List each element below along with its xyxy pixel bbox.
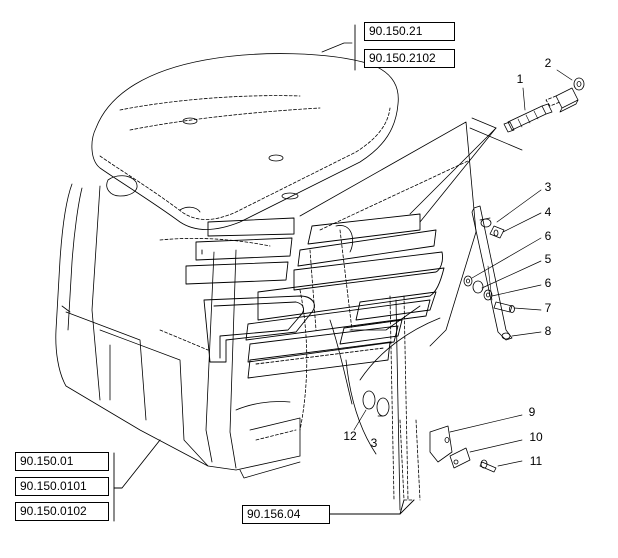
- callout-3[interactable]: 3: [544, 180, 552, 194]
- reference-box-top-2[interactable]: 90.150.2102: [364, 49, 455, 68]
- glass-panels-right: [245, 213, 445, 363]
- cab-body: [55, 183, 353, 479]
- callout-2[interactable]: 2: [544, 56, 552, 70]
- bracket-arm-part-8: [471, 205, 513, 341]
- curved-panel: [203, 295, 391, 379]
- callout-9[interactable]: 9: [528, 405, 536, 419]
- callout-4[interactable]: 4: [544, 205, 552, 219]
- callout-7[interactable]: 7: [544, 301, 552, 315]
- callout-6-lower[interactable]: 6: [544, 276, 552, 290]
- cab-roof: [91, 53, 399, 230]
- reference-box-left-3[interactable]: 90.150.0102: [15, 502, 109, 521]
- washer-part-3-top: [480, 218, 505, 239]
- clip-parts-9-10-11: [429, 425, 497, 473]
- nut-part-2: [545, 77, 585, 113]
- callout-11[interactable]: 11: [529, 454, 543, 468]
- callout-5[interactable]: 5: [544, 252, 552, 266]
- reference-box-left-2[interactable]: 90.150.0101: [15, 477, 109, 496]
- screw-part-7: [493, 301, 515, 313]
- pillar-dashes: [389, 295, 421, 511]
- cab-glass: [299, 121, 477, 455]
- callout-6[interactable]: 6: [544, 229, 552, 243]
- reference-brackets: [113, 24, 415, 522]
- plugs-12-3: [362, 390, 390, 417]
- glass-panels-left: [185, 217, 295, 285]
- callout-8[interactable]: 8: [544, 324, 552, 338]
- spacer-parts-5-6: [463, 275, 493, 301]
- leader-lines: [321, 42, 523, 223]
- bolt-part-1: [503, 103, 553, 133]
- callout-12[interactable]: 12: [343, 429, 357, 443]
- reference-box-left-1[interactable]: 90.150.01: [15, 452, 109, 471]
- callout-10[interactable]: 10: [529, 430, 543, 444]
- callout-3-lower[interactable]: 3: [370, 436, 378, 450]
- reference-box-top-1[interactable]: 90.150.21: [364, 22, 455, 41]
- reference-box-bottom-1[interactable]: 90.156.04: [242, 505, 330, 524]
- callout-1[interactable]: 1: [516, 72, 524, 86]
- callout-leaders: [353, 69, 573, 467]
